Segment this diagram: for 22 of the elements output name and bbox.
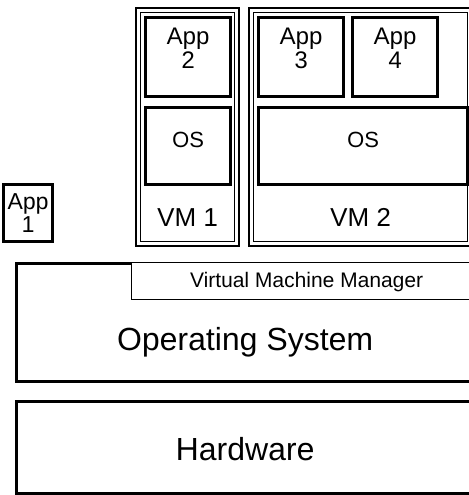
node-label: App 3: [278, 25, 324, 73]
node-label: Hardware: [174, 433, 316, 465]
app-box: [351, 16, 439, 98]
vm-box: [248, 7, 469, 247]
app-box: [144, 16, 232, 98]
node-label: Operating System: [116, 323, 374, 355]
vm-box: [135, 7, 240, 247]
node-label: VM 1: [156, 204, 219, 230]
app-box: [2, 183, 54, 243]
node-label: Virtual Machine Manager: [188, 270, 424, 291]
node-label: App 2: [166, 25, 210, 73]
os-box: [144, 106, 232, 186]
app-box: [257, 16, 345, 98]
node-label: OS: [171, 129, 205, 151]
manager-box: [131, 262, 469, 300]
os-box: [257, 106, 469, 186]
node-label: VM 2: [329, 204, 392, 230]
node-label: App 1: [6, 190, 50, 236]
node-label: App 4: [372, 25, 418, 73]
hardware-box: [15, 400, 469, 495]
node-label: OS: [346, 129, 380, 151]
os-layer-box: [15, 262, 469, 383]
